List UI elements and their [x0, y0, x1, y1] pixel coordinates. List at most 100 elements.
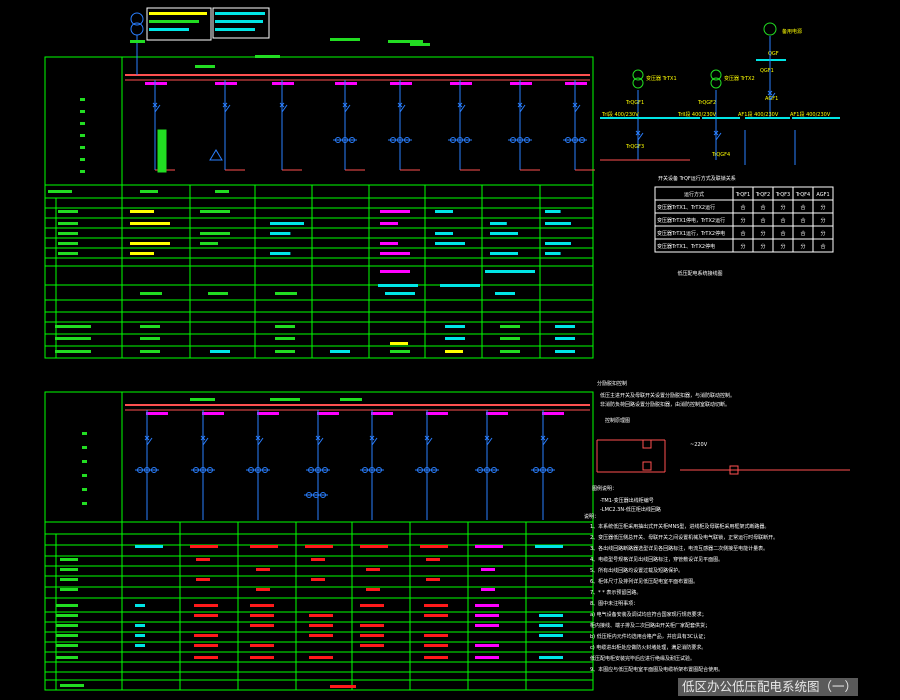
table-cell-bar	[250, 604, 274, 607]
table-cell-bar	[256, 588, 270, 591]
breaker-cross	[369, 435, 375, 441]
cabinet-block	[157, 129, 167, 173]
table-cell-bar	[475, 545, 503, 548]
feeder-ct	[531, 467, 555, 473]
table-cell-bar	[545, 222, 571, 225]
table-cell-bar	[475, 624, 499, 627]
breaker-blade	[146, 437, 153, 446]
interlock-cell: 合	[740, 204, 745, 211]
breaker-cross	[713, 130, 719, 136]
table-cell-bar	[309, 656, 333, 659]
breaker-cross	[517, 102, 523, 108]
breaker-blade	[542, 437, 549, 446]
row-label-bar	[58, 242, 78, 245]
table-cell-bar	[250, 656, 274, 659]
feeder-breaker	[572, 102, 581, 113]
table-cell-bar	[309, 624, 333, 627]
feeder-ct	[191, 467, 215, 473]
table-cell-bar	[330, 350, 350, 353]
table-cell-bar	[535, 545, 563, 548]
table-cell-bar	[378, 284, 418, 287]
breaker-blade	[574, 104, 581, 113]
table-cell-bar	[360, 604, 384, 607]
table-cell-bar	[420, 545, 448, 548]
note-line: b) 低压柜内元件均选用合格产品，并应具有3C认证；	[590, 633, 708, 640]
transformer-tx2	[710, 77, 722, 89]
breaker-cross	[457, 102, 463, 108]
table-cell-bar	[275, 292, 297, 295]
table-cell-bar	[445, 350, 463, 353]
row-label-bar	[55, 337, 91, 340]
tx1-label: 变压器 TrTX1	[646, 75, 677, 82]
row-label-bar	[80, 146, 85, 149]
table-cell-bar	[208, 292, 228, 295]
control-diagram-label: 控制原理图	[605, 417, 630, 424]
row-label-bar	[55, 325, 91, 328]
breaker-blade	[715, 132, 722, 141]
breaker-blade	[154, 104, 161, 113]
feeder-id-tag	[371, 412, 393, 415]
feeder-ct	[475, 467, 499, 473]
feeder-id-tag	[145, 82, 167, 85]
interlock-cell: 合	[780, 217, 785, 224]
interlock-cell: 合	[800, 230, 805, 237]
table-cell-bar	[330, 685, 356, 688]
legend-bar	[149, 12, 207, 15]
interlock-header: AGF1	[816, 192, 829, 198]
interlock-cell: 分	[740, 217, 745, 224]
row-label-bar	[82, 502, 87, 505]
table-cell-bar	[500, 337, 520, 340]
feeder-breaker	[369, 435, 378, 446]
table-cell-bar	[135, 644, 145, 647]
feeder-breaker	[424, 435, 433, 446]
row-label-bar	[80, 134, 85, 137]
table-cell-bar	[135, 604, 145, 607]
table-cell-bar	[190, 545, 218, 548]
row-label-bar	[60, 588, 78, 591]
interlock-cell: 分	[780, 204, 785, 211]
table-cell-bar	[275, 350, 295, 353]
transformer-tx1	[632, 77, 644, 89]
interlock-header: TrQF1	[735, 192, 750, 198]
table-cell-bar	[385, 292, 415, 295]
row-label-bar	[56, 656, 78, 659]
table-cell-bar	[435, 242, 465, 245]
row-label-bar	[80, 110, 85, 113]
feeder-id-tag	[486, 412, 508, 415]
table-cell-bar	[194, 644, 218, 647]
table-cell-bar	[140, 350, 160, 353]
legend-bar	[149, 28, 189, 31]
note-line: 5、所有出线回路均设置过载及短路保护。	[590, 567, 683, 574]
breaker-blade	[224, 104, 231, 113]
table-cell-bar	[424, 614, 448, 617]
table-cell-bar	[435, 210, 453, 213]
notes-title: 说明：	[584, 513, 599, 520]
row-label-bar	[60, 568, 78, 571]
table-cell-bar	[555, 350, 575, 353]
table-cell-bar	[309, 634, 333, 637]
interlock-cell: 合	[800, 204, 805, 211]
feeder-ct	[333, 137, 357, 143]
interlock-cell: 变压器TrTX1、TrTX2停电	[657, 243, 715, 250]
feeder-breaker	[484, 435, 493, 446]
bus4-label: AF1段 400/230V	[790, 111, 831, 118]
feeder-ct	[246, 467, 270, 473]
breaker-blade	[519, 104, 526, 113]
feeder-id-tag	[146, 412, 168, 415]
breaker-blade	[486, 437, 493, 446]
table-cell-bar	[135, 624, 145, 627]
feeder-ct	[415, 467, 439, 473]
breaker-cross	[635, 130, 641, 136]
feeder-breaker	[255, 435, 264, 446]
interlock-header: TrQF2	[755, 192, 770, 198]
transformer-legend-box	[146, 7, 212, 41]
relay-coil	[729, 465, 739, 475]
table-cell-bar	[390, 350, 410, 353]
gen-breaker	[767, 90, 776, 101]
interlock-cell: 合	[760, 217, 765, 224]
row-label-bar	[56, 644, 78, 647]
feeder-ct	[563, 137, 587, 143]
legend-title: 图例说明：	[592, 485, 617, 492]
feeder-breaker	[144, 435, 153, 446]
